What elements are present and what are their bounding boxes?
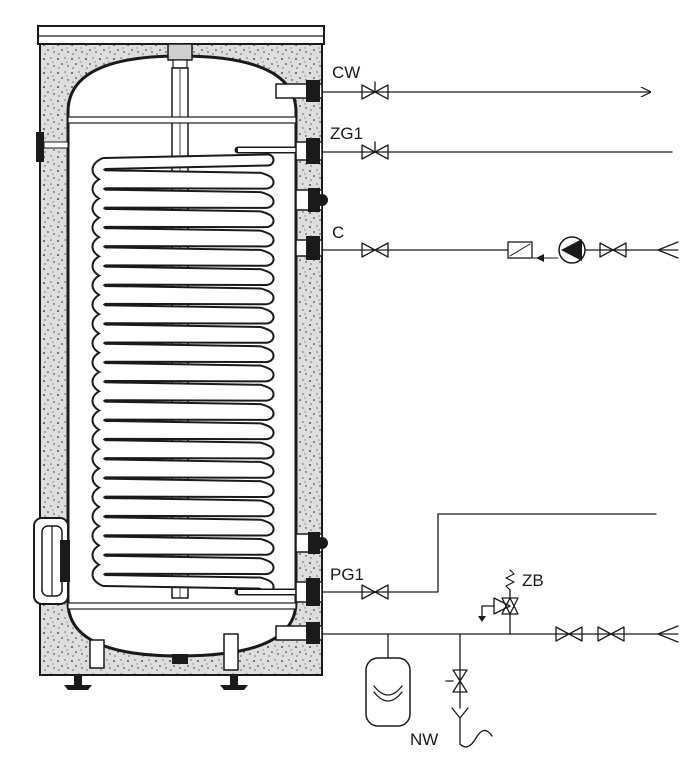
gate-valve-pg1 [361,584,389,600]
piping [321,92,679,709]
storage-tank [33,25,328,690]
label-cw: CW [332,63,360,82]
check-valve-c [507,241,544,262]
tank-lid [37,25,325,45]
label-zb: ZB [522,571,544,590]
coil-tube-fill [93,155,273,593]
heat-exchanger-coil [91,153,275,595]
gate-valve-inlet-2 [597,626,625,642]
label-c: C [332,223,344,242]
inspection-flange [33,517,70,605]
lower-pipe [67,602,297,610]
label-nw: NW [410,730,438,749]
gate-valve-inlet-1 [555,626,583,642]
tank-legs [64,675,248,690]
label-pg1: PG1 [330,565,364,584]
gate-valve-c [361,242,389,258]
drain-valve [445,669,493,748]
expansion-vessel [365,657,411,727]
label-zg1: ZG1 [330,124,363,143]
upper-pipe [67,116,297,124]
gate-valve-cw [361,81,389,100]
anode-boss [167,43,193,61]
gate-valve-c-2 [599,242,627,258]
gate-valve-zg1 [361,141,389,160]
port-stubs [275,80,328,644]
circulation-pump [558,236,586,264]
sensor-socket-left [36,132,44,162]
safety-valve [478,569,519,622]
